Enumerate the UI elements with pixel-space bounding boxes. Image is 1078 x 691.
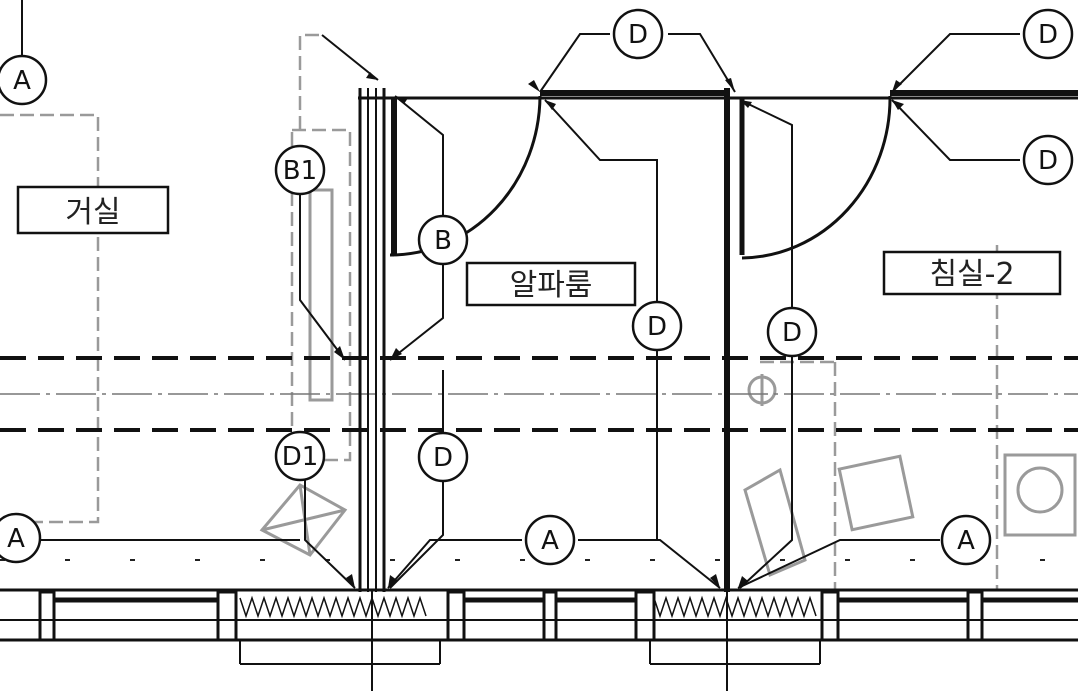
tag-a-top-left: A — [0, 54, 48, 106]
tag-d-top-1: D — [612, 8, 664, 60]
svg-text:D: D — [1038, 20, 1058, 50]
tag-b1: B1 — [274, 144, 326, 196]
room-name-bedroom2: 침실-2 — [929, 257, 1014, 292]
tag-a-lower-left: A — [0, 512, 42, 564]
tag-a-lower-middle: A — [524, 514, 576, 566]
arrowheads — [334, 72, 904, 588]
tag-d-right: D — [1022, 134, 1074, 186]
svg-text:D1: D1 — [282, 442, 319, 472]
leader-lines — [40, 33, 1020, 589]
svg-text:D: D — [782, 318, 802, 348]
tag-d-bedroom-left: D — [766, 306, 818, 358]
svg-text:D: D — [647, 312, 667, 342]
room-name-living: 거실 — [65, 195, 120, 230]
tag-d-top-2: D — [1022, 8, 1074, 60]
room-label-living: 거실 — [16, 185, 170, 235]
hidden-lines — [0, 33, 999, 590]
tag-d1: D1 — [274, 430, 326, 482]
svg-text:D: D — [628, 20, 648, 50]
svg-text:A: A — [541, 526, 559, 556]
window-frames — [38, 590, 1078, 642]
svg-text:A: A — [7, 524, 25, 554]
svg-text:D: D — [1038, 146, 1058, 176]
svg-text:B1: B1 — [283, 156, 317, 186]
grid-bands — [0, 356, 1078, 561]
svg-text:B: B — [434, 226, 452, 256]
furniture-sketch — [259, 188, 1077, 578]
tag-b: B — [417, 214, 469, 266]
tags: A D D D B1 B D D — [0, 8, 1074, 566]
room-label-alpha: 알파룸 — [465, 261, 637, 307]
tag-d-alpha-right: D — [631, 300, 683, 352]
svg-text:A: A — [957, 526, 975, 556]
svg-text:D: D — [433, 443, 453, 473]
tag-a-lower-right: A — [940, 514, 992, 566]
tag-d-lower: D — [417, 431, 469, 483]
svg-text:A: A — [13, 66, 31, 96]
room-label-bedroom2: 침실-2 — [882, 250, 1062, 296]
room-name-alpha: 알파룸 — [510, 268, 593, 303]
